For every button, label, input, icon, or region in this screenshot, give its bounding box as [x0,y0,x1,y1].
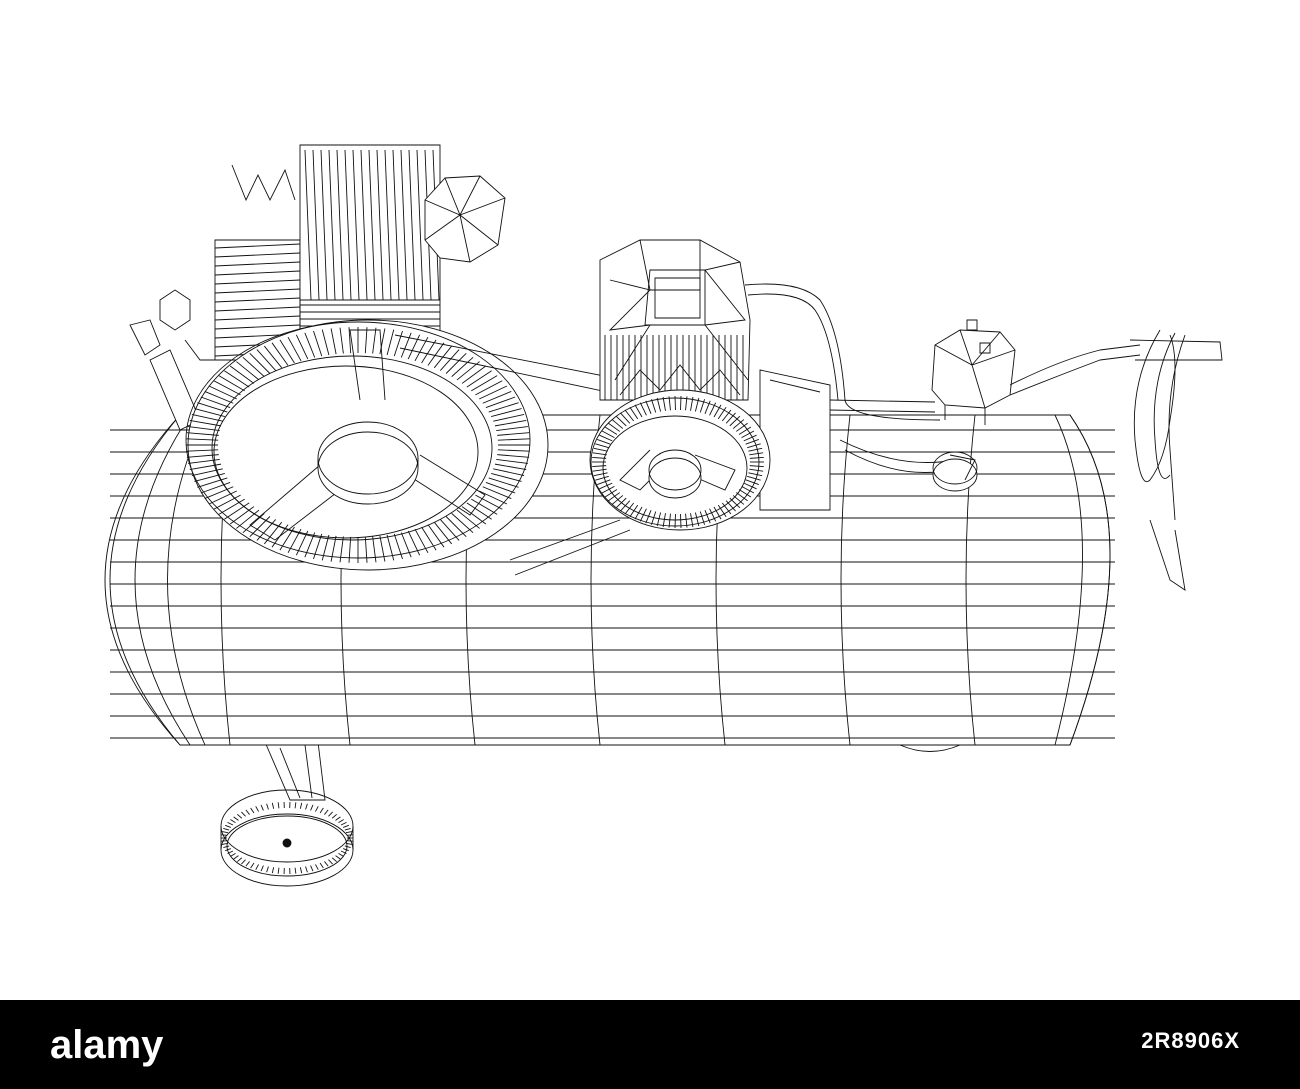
pressure-gauge-knob [933,452,977,491]
motor-pulley [590,365,770,530]
footer-bar: alamy 2R8906X [0,1000,1300,1089]
alamy-logo-text: alamy [50,1023,164,1067]
tank-outlet-pipe [830,400,935,412]
pressure-switch [932,320,1015,425]
wheel [221,790,353,886]
electric-motor [600,240,830,510]
support-leg [265,742,325,800]
flywheel [186,320,548,570]
alamy-logo: alamy [50,1023,164,1067]
air-filter [425,176,505,262]
pressure-valve-left [130,290,240,430]
pump-cylinder-head [215,145,440,360]
image-id-label: 2R8906X [1141,1028,1240,1053]
image-canvas: alamy alamy alamy [0,0,1300,1000]
compressor-wireframe-drawing [0,0,1300,1000]
